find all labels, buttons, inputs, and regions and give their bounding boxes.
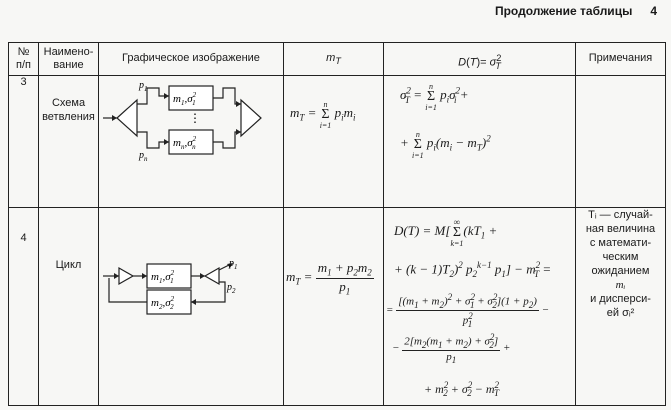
- note-line: ей σᵢ²: [606, 307, 635, 319]
- label-p1: p1: [138, 80, 148, 93]
- arrow-head: [164, 93, 169, 99]
- note-line: Tᵢ — случай-: [588, 209, 653, 221]
- block-dots: ⋮: [189, 111, 201, 125]
- block-bottom: [168, 129, 214, 155]
- row4-notes: Tᵢ — случай- ная величина с математи- че…: [575, 207, 666, 406]
- branch-bottom-path: [137, 131, 169, 149]
- cycle-return-left: [108, 278, 147, 303]
- row4-variance-line3: = [(m1 + m2)2 + σ21 + σ22](1 + p2)p21 −: [386, 292, 550, 329]
- branch-merge-triangle: [240, 98, 262, 138]
- table-row-cycle: 4 Цикл: [8, 207, 666, 406]
- label-pn: pn: [138, 150, 148, 163]
- row4-variance-line5: + m22 + σ22 − m2T: [424, 380, 500, 399]
- running-head: Продолжение таблицы 4: [495, 4, 657, 18]
- cycle-return-right: [191, 281, 226, 303]
- arrow-head: [114, 273, 119, 279]
- arrow-head: [227, 263, 233, 268]
- arrow-head: [164, 139, 169, 145]
- cycle-split-triangle: [203, 266, 220, 286]
- arrow-head: [236, 101, 241, 107]
- note-line: ожиданием: [591, 265, 650, 277]
- header-notes: Примечания: [575, 42, 666, 76]
- arrow-head: [142, 273, 147, 279]
- note-line: mᵢ: [615, 279, 626, 291]
- arrow-head: [236, 129, 241, 135]
- header-name: Наимено-вание: [38, 42, 99, 76]
- cycle-merge-triangle: [118, 266, 135, 286]
- row4-variance-line4: − 2[m2(m1 + m2) + σ22]p1 +: [392, 332, 511, 366]
- page-number: 4: [650, 4, 657, 18]
- note-line: ческим: [602, 251, 639, 263]
- cycle-block1: [146, 263, 192, 289]
- branch-split-triangle: [116, 98, 138, 138]
- block-top: [168, 85, 214, 111]
- header-variance: D(T)= σ2T: [383, 42, 576, 76]
- note-line: и дисперси-: [590, 293, 651, 305]
- arrow-head: [200, 273, 205, 279]
- header-graphic: Графическое изображение: [98, 42, 284, 76]
- label-cycle-p1: p1: [228, 258, 238, 271]
- note-line: ная величина: [585, 223, 656, 235]
- cycle-block2: [146, 289, 192, 315]
- arrow-head: [191, 299, 196, 305]
- branch-top-path: [137, 87, 169, 105]
- row4-name: Цикл: [38, 207, 99, 406]
- row4-variance-line2: + (k − 1)T2)2 p2k−1 p1] − m2T =: [394, 260, 552, 279]
- row4-num: 4: [8, 207, 39, 406]
- label-cycle-p2: p2: [226, 282, 236, 295]
- row3-notes: [575, 75, 666, 208]
- running-head-title: Продолжение таблицы: [494, 4, 633, 18]
- header-mean: mT: [283, 42, 384, 76]
- arrow-head: [112, 115, 117, 121]
- row3-num: 3: [8, 75, 39, 208]
- note-line: с математи-: [589, 237, 652, 249]
